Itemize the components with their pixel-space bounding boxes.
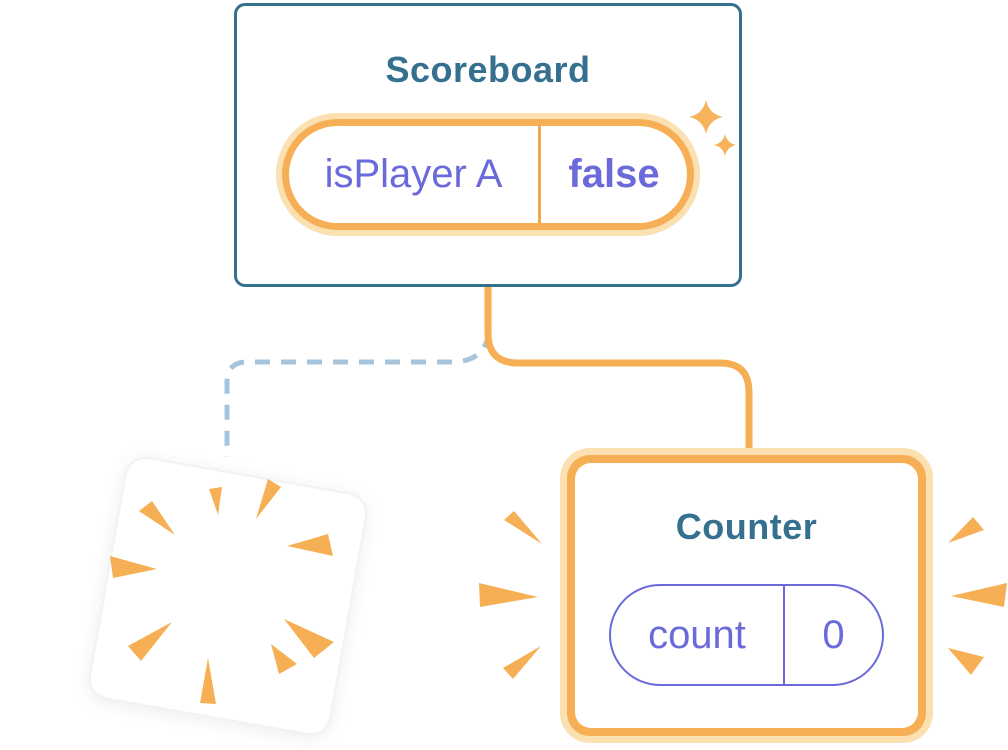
state-label: isPlayer A bbox=[324, 152, 503, 197]
sparkle-icon bbox=[689, 100, 736, 156]
scoreboard-state-pill: isPlayer A false bbox=[276, 113, 700, 237]
dashed-connector-line bbox=[224, 332, 492, 457]
scoreboard-title: Scoreboard bbox=[385, 49, 591, 90]
counter-state-pill: count 0 bbox=[609, 584, 884, 687]
poof-burst-icon bbox=[88, 456, 368, 736]
state-value: 0 bbox=[822, 612, 845, 657]
pill-divider bbox=[538, 126, 541, 224]
counter-title: Counter bbox=[675, 506, 818, 547]
state-value: false bbox=[568, 152, 660, 197]
counter-card: Counter count 0 bbox=[560, 448, 933, 743]
pill-divider bbox=[783, 586, 785, 685]
state-label: count bbox=[648, 612, 746, 657]
scoreboard-card: Scoreboard isPlayer A false bbox=[234, 3, 742, 287]
solid-connector-line bbox=[484, 286, 753, 452]
